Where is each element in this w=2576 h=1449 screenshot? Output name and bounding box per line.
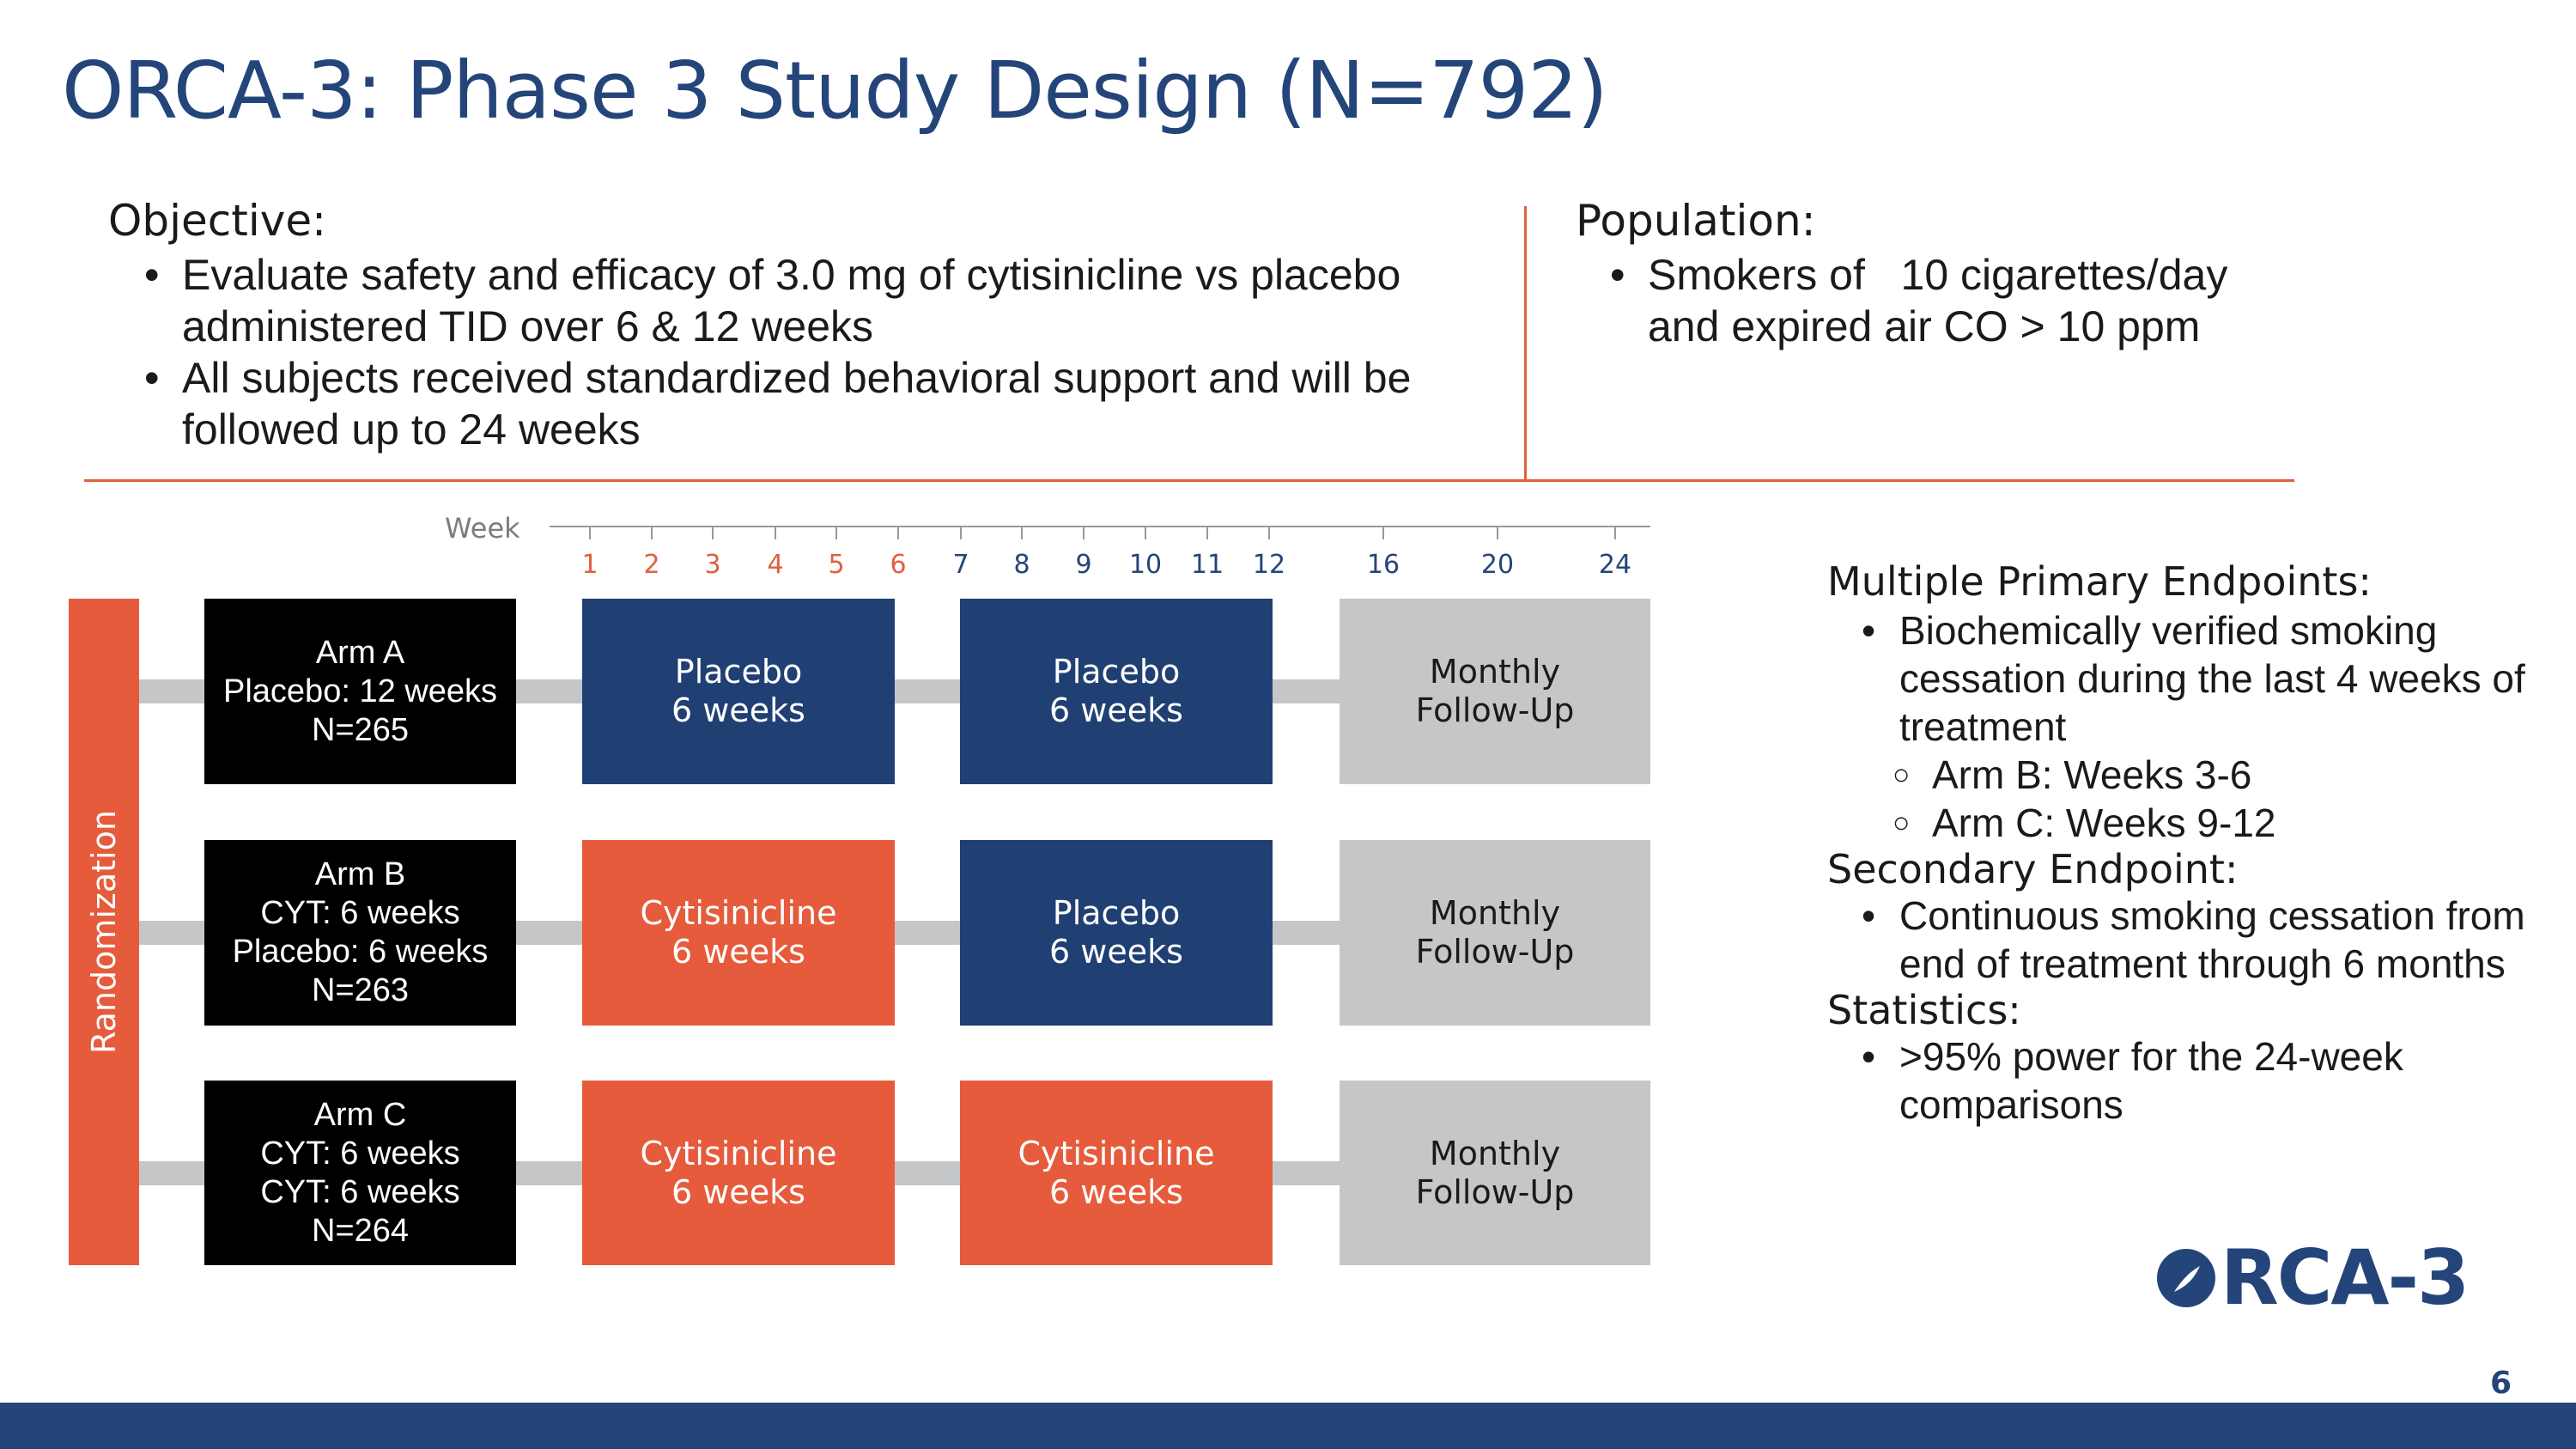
period-duration: 6 weeks (671, 691, 805, 729)
primary-endpoint-bullet: Biochemically verified smoking cessation… (1862, 606, 2549, 751)
period-duration: 6 weeks (671, 1172, 805, 1211)
orca-3-logo: RCA-3 (2155, 1233, 2470, 1322)
arm-c-period-2: Cytisinicline 6 weeks (960, 1081, 1273, 1265)
arm-b-followup: Monthly Follow-Up (1340, 840, 1650, 1026)
followup-line: Follow-Up (1415, 1172, 1575, 1211)
section-divider-horizontal (84, 479, 2294, 482)
week-tick-label: 8 (1013, 550, 1030, 580)
week-tick-label: 1 (581, 550, 598, 580)
arm-label: Arm A (315, 634, 405, 671)
week-tick-label: 10 (1128, 550, 1163, 580)
period-duration: 6 weeks (671, 933, 805, 971)
population-bullets: Smokers of 10 cigarettes/day and expired… (1610, 249, 2280, 352)
week-tick-label: 20 (1480, 550, 1515, 580)
arm-c-followup: Monthly Follow-Up (1340, 1081, 1650, 1265)
week-tick-label: 4 (767, 550, 784, 580)
week-tick-label: 11 (1190, 550, 1224, 580)
week-tick (960, 526, 962, 539)
period-duration: 6 weeks (1049, 691, 1183, 729)
followup-line: Monthly (1429, 1134, 1561, 1172)
followup-line: Monthly (1429, 653, 1561, 691)
arm-detail: Placebo: 6 weeks (232, 934, 489, 970)
week-tick (712, 526, 714, 539)
arm-n: N=263 (311, 972, 410, 1008)
arm-detail: Placebo: 12 weeks (223, 673, 497, 709)
week-tick (775, 526, 776, 539)
primary-endpoints-heading: Multiple Primary Endpoints: (1827, 558, 2372, 605)
week-tick-label: 2 (643, 550, 660, 580)
arm-detail: CYT: 6 weeks (260, 1173, 460, 1210)
population-bullet: Smokers of 10 cigarettes/day and expired… (1610, 249, 2280, 352)
week-tick (651, 526, 653, 539)
statistics-heading: Statistics: (1827, 987, 2021, 1033)
week-tick (1206, 526, 1208, 539)
period-drug: Placebo (1052, 894, 1181, 932)
arm-b-period-2: Placebo 6 weeks (960, 840, 1273, 1026)
week-tick-label: 6 (890, 550, 907, 580)
statistics-bullet: >95% power for the 24-week comparisons (1862, 1032, 2549, 1129)
arm-label: Arm C (313, 1096, 407, 1133)
week-tick-label: 5 (828, 550, 845, 580)
arm-b-box: Arm B CYT: 6 weeks Placebo: 6 weeks N=26… (204, 840, 516, 1026)
objective-bullets: Evaluate safety and efficacy of 3.0 mg o… (144, 249, 1510, 455)
period-duration: 6 weeks (1049, 933, 1183, 971)
period-duration: 6 weeks (1049, 1172, 1183, 1211)
week-tick (1268, 526, 1270, 539)
week-tick (1021, 526, 1023, 539)
orca-drop-icon (2157, 1249, 2215, 1307)
section-divider-vertical (1524, 206, 1527, 479)
week-tick (1614, 526, 1616, 539)
week-tick (835, 526, 837, 539)
followup-line: Follow-Up (1415, 933, 1575, 971)
arm-detail: CYT: 6 weeks (260, 895, 460, 931)
randomization-label: Randomization (85, 810, 123, 1054)
objective-bullet: All subjects received standardized behav… (144, 352, 1510, 455)
period-drug: Cytisinicline (1018, 1134, 1215, 1172)
week-tick (1145, 526, 1146, 539)
primary-endpoint-sub-bullet: Arm B: Weeks 3-6 (1862, 751, 2549, 799)
arm-b-period-1: Cytisinicline 6 weeks (582, 840, 895, 1026)
period-drug: Placebo (1052, 653, 1181, 691)
week-tick (1083, 526, 1084, 539)
followup-line: Monthly (1429, 894, 1561, 932)
week-tick (589, 526, 591, 539)
arm-n: N=265 (311, 711, 410, 748)
footer-bar (0, 1403, 2576, 1449)
week-tick (897, 526, 899, 539)
week-tick-label: 12 (1252, 550, 1286, 580)
period-drug: Cytisinicline (640, 894, 837, 932)
secondary-endpoint-heading: Secondary Endpoint: (1827, 846, 2239, 892)
arm-detail: CYT: 6 weeks (260, 1135, 460, 1172)
followup-line: Follow-Up (1415, 691, 1575, 729)
arm-label: Arm B (314, 856, 406, 892)
arm-c-box: Arm C CYT: 6 weeks CYT: 6 weeks N=264 (204, 1081, 516, 1265)
slide-title: ORCA-3: Phase 3 Study Design (N=792) (62, 45, 1608, 137)
week-tick (1382, 526, 1384, 539)
secondary-endpoint-bullet: Continuous smoking cessation from end of… (1862, 892, 2549, 988)
week-tick-label: 7 (952, 550, 969, 580)
population-heading: Population: (1576, 196, 1816, 246)
arm-c-period-1: Cytisinicline 6 weeks (582, 1081, 895, 1265)
arm-a-box: Arm A Placebo: 12 weeks N=265 (204, 599, 516, 784)
week-axis-line (550, 526, 1650, 527)
primary-endpoint-sub-bullet: Arm C: Weeks 9-12 (1862, 799, 2549, 847)
arm-n: N=264 (311, 1212, 410, 1249)
period-drug: Placebo (674, 653, 803, 691)
week-tick-label: 9 (1075, 550, 1092, 580)
arm-a-followup: Monthly Follow-Up (1340, 599, 1650, 784)
week-axis-label: Week (445, 512, 520, 545)
page-number: 6 (2490, 1366, 2512, 1401)
endpoints-panel: Multiple Primary Endpoints: Biochemicall… (1827, 557, 2549, 1129)
logo-text: RCA-3 (2221, 1233, 2470, 1322)
week-tick-label: 3 (704, 550, 721, 580)
period-drug: Cytisinicline (640, 1134, 837, 1172)
arm-a-period-2: Placebo 6 weeks (960, 599, 1273, 784)
objective-heading: Objective: (108, 196, 326, 246)
randomization-bar: Randomization (69, 599, 139, 1265)
week-tick-label: 24 (1598, 550, 1632, 580)
arm-a-period-1: Placebo 6 weeks (582, 599, 895, 784)
week-tick (1497, 526, 1498, 539)
objective-bullet: Evaluate safety and efficacy of 3.0 mg o… (144, 249, 1510, 352)
week-tick-label: 16 (1366, 550, 1400, 580)
